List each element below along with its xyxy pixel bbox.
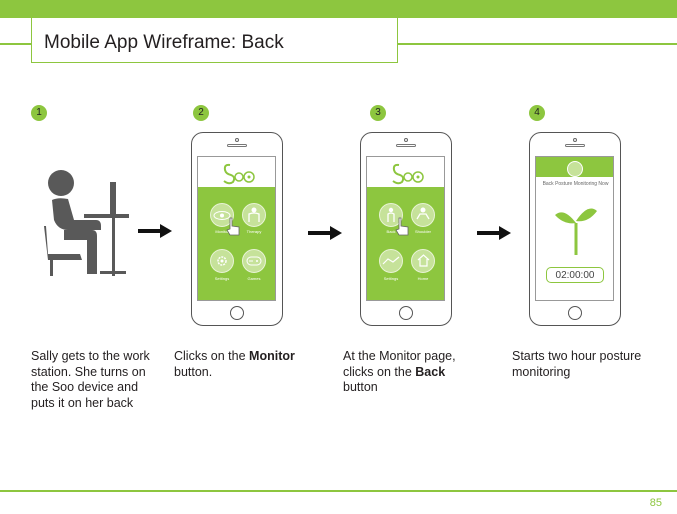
camera-icon	[404, 138, 408, 142]
step-2-badge: 2	[193, 105, 209, 121]
monitoring-status: Back Posture Monitoring Now	[542, 181, 609, 187]
home-nav-button[interactable]	[411, 249, 435, 273]
step-4-caption: Starts two hour posture monitoring	[512, 349, 642, 379]
shoulder-label: Shoulder	[414, 229, 431, 234]
phone-screen: Back Posture Monitoring Now 02:00:00	[535, 156, 614, 301]
camera-icon	[235, 138, 239, 142]
title-box: Mobile App Wireframe: Back	[31, 18, 398, 63]
back-label: Back	[386, 229, 396, 234]
step-1-caption: Sally gets to the work station. She turn…	[31, 349, 150, 410]
phone-mockup-home: Monitor Therapy Settings Games	[191, 132, 283, 326]
arrow-right-icon	[477, 226, 511, 240]
therapy-icon	[248, 207, 260, 222]
step-3-badge: 3	[370, 105, 386, 121]
gamepad-icon	[246, 256, 262, 266]
home-icon	[417, 254, 430, 267]
settings-label: Settings	[383, 276, 399, 281]
home-button	[399, 306, 413, 320]
step-2-caption: Clicks on the Monitor button.	[174, 349, 314, 380]
back-button[interactable]	[379, 203, 403, 227]
step-4-badge: 4	[529, 105, 545, 121]
speaker-icon	[396, 144, 416, 147]
pointer-hand-icon	[226, 217, 240, 236]
countdown-timer: 02:00:00	[546, 267, 604, 283]
speaker-icon	[565, 144, 585, 147]
phone-screen: Monitor Therapy Settings Games	[197, 156, 276, 301]
camera-icon	[573, 138, 577, 142]
shoulder-icon	[416, 207, 430, 220]
therapy-button[interactable]	[242, 203, 266, 227]
caption-bold: Monitor	[249, 349, 295, 363]
step-1-badge: 1	[31, 105, 47, 121]
therapy-label: Therapy	[246, 229, 262, 234]
caption-text: Clicks on the	[174, 349, 250, 363]
footer-rule	[0, 490, 677, 492]
back-posture-icon	[567, 161, 583, 177]
top-accent-bar	[0, 0, 677, 18]
phone-mockup-monitoring: Back Posture Monitoring Now 02:00:00	[529, 132, 621, 326]
home-label: Home	[417, 276, 429, 281]
games-label: Games	[247, 276, 261, 281]
caption-text: At the Monitor page, clicks on the	[343, 349, 456, 379]
app-header	[198, 157, 275, 187]
phone-screen: Back Shoulder Settings Home	[366, 156, 445, 301]
speaker-icon	[227, 144, 247, 147]
step-3-caption: At the Monitor page, clicks on the Back b…	[343, 349, 483, 396]
arrow-right-icon	[308, 226, 342, 240]
arrow-right-icon	[138, 224, 172, 238]
pointer-hand-icon	[395, 217, 409, 236]
caption-text: button	[343, 380, 378, 394]
back-posture-icon	[387, 207, 395, 222]
gear-icon	[217, 256, 227, 266]
page-title: Mobile App Wireframe: Back	[44, 32, 284, 53]
soo-logo-icon	[223, 163, 255, 185]
eye-icon	[213, 211, 231, 220]
home-button	[568, 306, 582, 320]
person-at-desk-icon	[44, 170, 129, 276]
settings-label: Settings	[214, 276, 230, 281]
soo-logo-icon	[392, 163, 424, 185]
shoulder-button[interactable]	[411, 203, 435, 227]
sprout-icon	[555, 208, 597, 255]
monitor-label: Monitor	[215, 229, 229, 234]
caption-bold: Back	[415, 364, 446, 379]
line-graph-icon	[382, 256, 400, 265]
home-button	[230, 306, 244, 320]
page-number: 85	[649, 497, 662, 509]
games-button[interactable]	[242, 249, 266, 273]
caption-text: button.	[174, 364, 213, 379]
app-header	[367, 157, 444, 187]
phone-mockup-monitor: Back Shoulder Settings Home	[360, 132, 452, 326]
